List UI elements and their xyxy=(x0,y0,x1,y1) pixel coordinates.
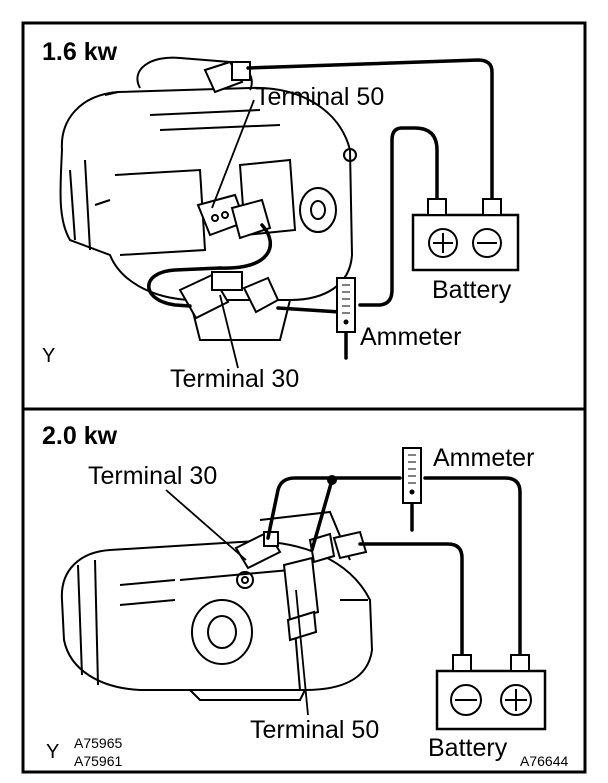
wire-junction-dot xyxy=(327,475,337,485)
starter-motor-top xyxy=(59,56,357,341)
figure-id: A76644 xyxy=(520,753,568,769)
top-panel-title: 1.6 kw xyxy=(42,38,118,66)
bottom-terminal-50-label: Terminal 50 xyxy=(250,716,379,744)
bottom-battery-label: Battery xyxy=(428,734,508,762)
battery-clip-bottom xyxy=(332,530,368,560)
leader-lines-bottom xyxy=(165,489,309,716)
ammeter-bottom xyxy=(402,447,422,504)
top-terminal-30-label: Terminal 30 xyxy=(170,365,299,393)
bottom-ammeter-label: Ammeter xyxy=(433,444,534,472)
top-y-mark: Y xyxy=(42,345,55,367)
top-ammeter-label: Ammeter xyxy=(360,323,461,351)
ammeter-top xyxy=(336,277,356,333)
wires-top xyxy=(147,58,494,360)
bottom-panel-title: 2.0 kw xyxy=(42,422,118,450)
bottom-y-mark: Y xyxy=(46,741,59,763)
terminal-30-connector-bottom xyxy=(234,530,282,570)
top-terminal-50-label: Terminal 50 xyxy=(255,83,384,111)
top-battery-label: Battery xyxy=(432,276,512,304)
wires-bottom xyxy=(266,476,522,658)
leader-lines-top xyxy=(211,99,255,369)
battery-clip-top xyxy=(203,60,251,94)
battery-bottom xyxy=(435,654,547,731)
battery-top xyxy=(411,198,520,272)
bottom-terminal-30-label: Terminal 30 xyxy=(88,462,217,490)
outer-border xyxy=(21,21,587,774)
terminal-30-connector-top xyxy=(178,271,280,320)
terminal-50-connector-top xyxy=(196,193,272,240)
figure-code-2: A75961 xyxy=(74,753,122,769)
figure-code-1: A75965 xyxy=(74,735,122,751)
